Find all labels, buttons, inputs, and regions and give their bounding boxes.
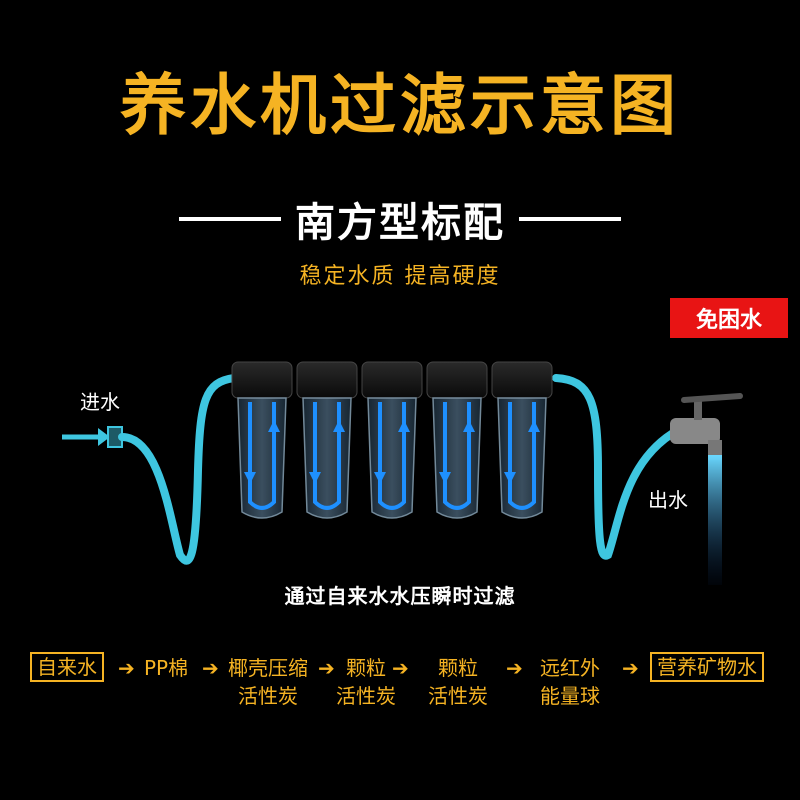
flow-step-label: 远红外 — [540, 656, 600, 680]
flow-arrow-6: ➔ — [622, 656, 639, 680]
flow-step-sublabel: 能量球 — [540, 684, 600, 708]
filter-cartridge-icon — [231, 361, 293, 519]
inlet-label: 进水 — [80, 390, 120, 414]
flow-step-granular-carbon-1: 颗粒 活性炭 — [336, 654, 396, 710]
filter-cartridges — [231, 361, 553, 519]
diagram-title: 养水机过滤示意图 — [120, 66, 680, 144]
flow-step-mineral-water: 营养矿物水 — [650, 652, 764, 682]
filter-cartridge-icon — [491, 361, 553, 519]
subtitle-row: 南方型标配 — [0, 192, 800, 246]
faucet-icon — [670, 393, 743, 585]
flow-step-label: 椰壳压缩 — [228, 656, 308, 680]
flow-step-pp-cotton: PP棉 — [144, 654, 188, 682]
tagline: 稳定水质 提高硬度 — [299, 264, 501, 289]
flow-step-far-infrared-ball: 远红外 能量球 — [540, 654, 600, 710]
inlet-arrow-icon — [62, 428, 110, 446]
inlet-hose — [118, 374, 238, 565]
flow-arrow-1: ➔ — [118, 656, 135, 680]
filter-cartridge-icon — [361, 361, 423, 519]
flow-step-sublabel: 活性炭 — [238, 684, 298, 708]
flow-arrow-4: ➔ — [392, 656, 409, 680]
outlet-label: 出水 — [648, 488, 688, 512]
subtitle: 南方型标配 — [295, 200, 505, 246]
flow-step-sublabel: 活性炭 — [428, 684, 488, 708]
flow-step-coconut-carbon: 椰壳压缩 活性炭 — [228, 654, 308, 710]
flow-step-tap-water: 自来水 — [30, 652, 104, 682]
filter-cartridge-icon — [426, 361, 488, 519]
flow-arrow-2: ➔ — [202, 656, 219, 680]
subtitle-dash-left — [179, 217, 281, 221]
no-stagnant-water-badge: 免困水 — [670, 298, 788, 338]
flow-step-label: 颗粒 — [438, 656, 478, 680]
flow-step-granular-carbon-2: 颗粒 活性炭 — [428, 654, 488, 710]
outlet-hose — [552, 374, 682, 560]
flow-arrow-5: ➔ — [506, 656, 523, 680]
flow-step-sublabel: 活性炭 — [336, 684, 396, 708]
flow-step-label: 营养矿物水 — [657, 655, 757, 679]
flow-arrow-3: ➔ — [318, 656, 335, 680]
flow-step-label: PP棉 — [144, 656, 189, 680]
flow-step-label: 自来水 — [37, 655, 97, 679]
diagram-caption: 通过自来水水压瞬时过滤 — [284, 584, 516, 608]
subtitle-dash-right — [519, 217, 621, 221]
filter-cartridge-icon — [296, 361, 358, 519]
flow-step-label: 颗粒 — [346, 656, 386, 680]
